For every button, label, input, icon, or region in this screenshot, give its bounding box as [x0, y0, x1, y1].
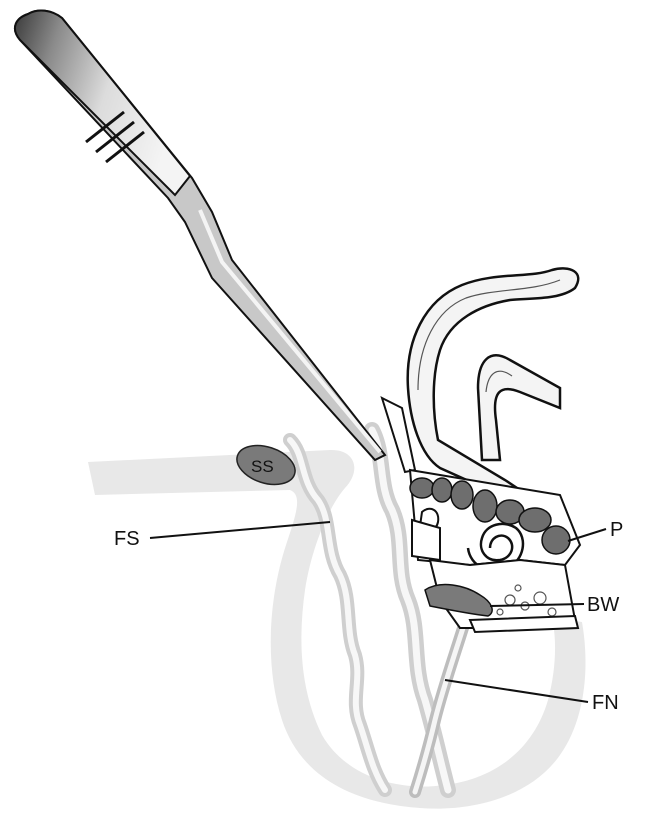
label-fs: FS [114, 528, 140, 550]
label-bw: BW [587, 594, 619, 616]
ear-canal-structure [382, 268, 578, 495]
surgical-instrument [15, 11, 385, 460]
label-fn: FN [592, 692, 619, 714]
label-ss: SS [251, 457, 274, 476]
middle-ear [410, 470, 580, 565]
bony-wall [425, 560, 578, 632]
label-p: P [610, 519, 623, 541]
